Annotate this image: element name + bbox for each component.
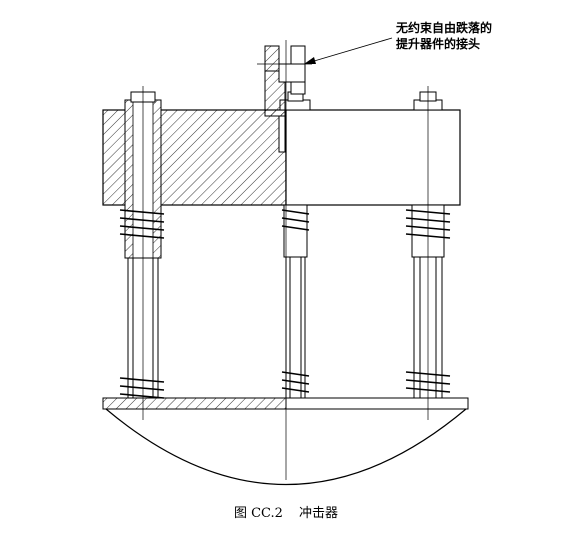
figure-number: 图 CC.2 — [233, 506, 283, 521]
lifting-connector — [257, 45, 312, 153]
figure-caption: 图 CC.2 冲击器 — [0, 502, 572, 521]
lower-springs — [119, 371, 451, 399]
connector-callout: 无约束自由跌落的 提升器件的接头 — [396, 20, 492, 52]
centre-lines — [142, 40, 429, 480]
figure-title: 冲击器 — [299, 506, 339, 521]
impactor-dome — [105, 408, 467, 485]
impactor-drawing — [102, 37, 469, 485]
callout-line-1: 无约束自由跌落的 — [396, 21, 493, 35]
middle-guide — [279, 91, 311, 258]
base-plate — [102, 397, 469, 410]
callout-leader — [303, 37, 393, 65]
callout-line-2: 提升器件的接头 — [396, 37, 481, 51]
